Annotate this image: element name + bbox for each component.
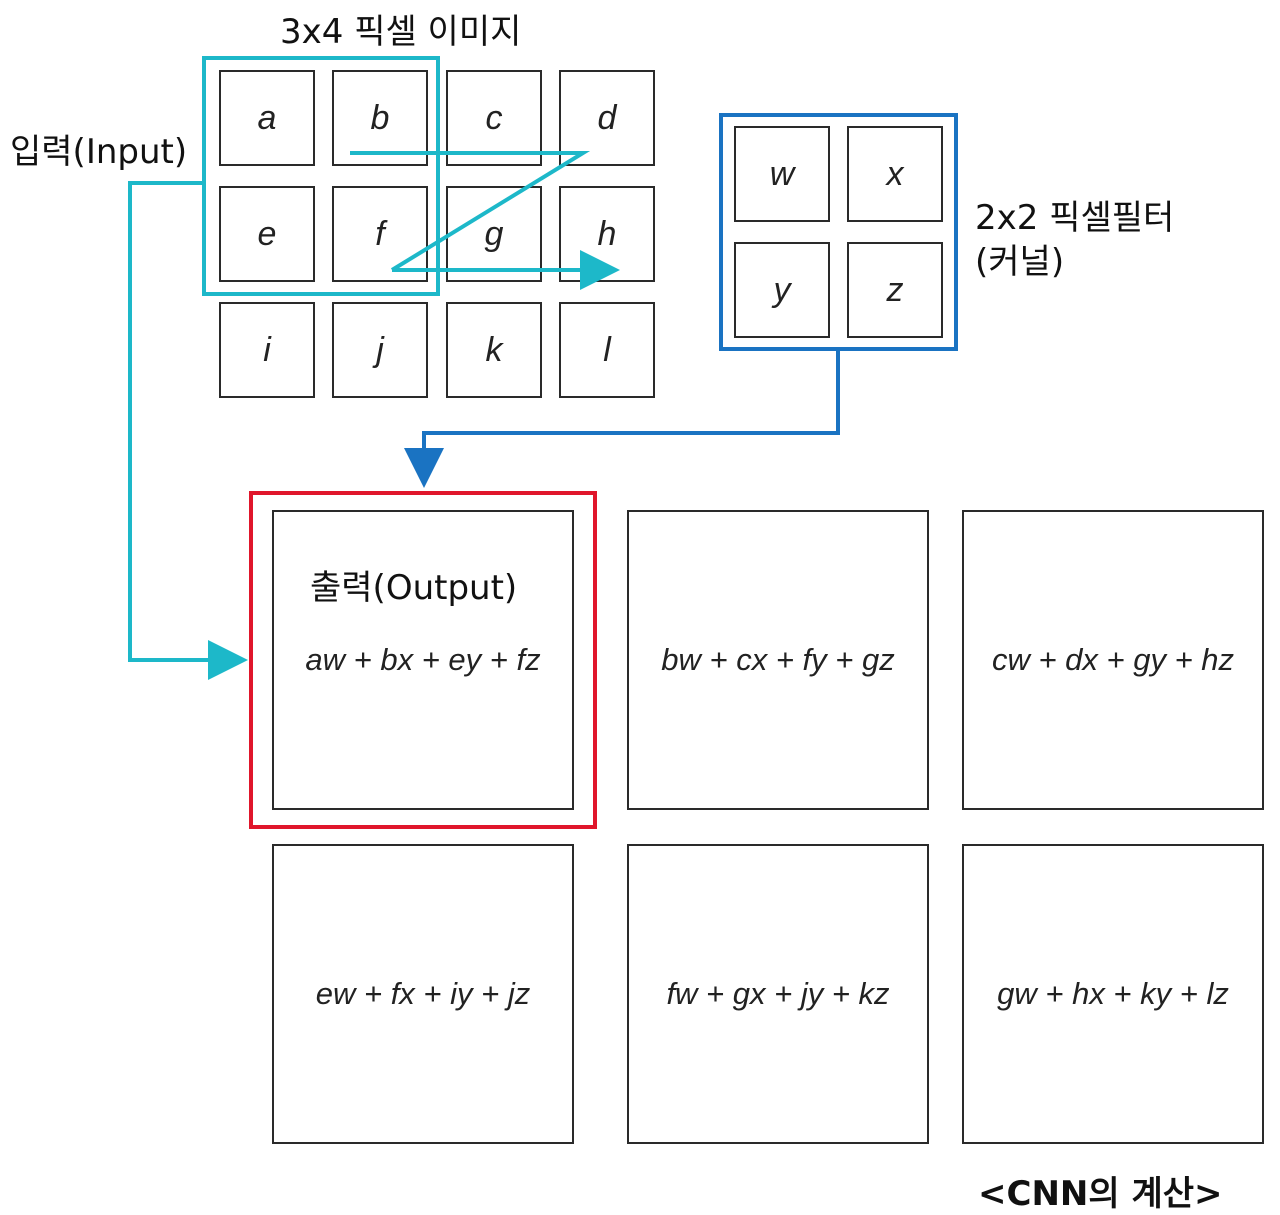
output-formula-6: gw + hx + ky + lz <box>997 976 1229 1011</box>
output-formula-5: fw + gx + jy + kz <box>666 976 890 1011</box>
output-cell-2: bw + cx + fy + gz <box>627 510 929 810</box>
input-cell-k: k <box>446 302 542 398</box>
input-cell-j: j <box>332 302 428 398</box>
kernel-cell-z: z <box>847 242 943 338</box>
input-cell-c: c <box>446 70 542 166</box>
output-formula-4: ew + fx + iy + jz <box>315 976 531 1011</box>
input-cell-b: b <box>332 70 428 166</box>
output-cell-1: 출력(Output) aw + bx + ey + fz <box>272 510 574 810</box>
input-cell-f: f <box>332 186 428 282</box>
input-image-title: 3x4 픽셀 이미지 <box>280 12 522 52</box>
kernel-sublabel: (커널) <box>975 242 1065 282</box>
output-formula-1: aw + bx + ey + fz <box>305 642 541 677</box>
kernel-cell-w: w <box>734 126 830 222</box>
kernel-cell-y: y <box>734 242 830 338</box>
output-label: 출력(Output) <box>310 568 518 608</box>
input-label: 입력(Input) <box>10 132 188 172</box>
input-cell-d: d <box>559 70 655 166</box>
input-cell-a: a <box>219 70 315 166</box>
input-cell-h: h <box>559 186 655 282</box>
input-cell-l: l <box>559 302 655 398</box>
output-formula-2: bw + cx + fy + gz <box>661 642 895 677</box>
input-cell-i: i <box>219 302 315 398</box>
output-formula-3: cw + dx + gy + hz <box>991 642 1235 677</box>
kernel-cell-x: x <box>847 126 943 222</box>
input-cell-e: e <box>219 186 315 282</box>
output-cell-3: cw + dx + gy + hz <box>962 510 1264 810</box>
figure-caption: <CNN의 계산> <box>978 1174 1223 1214</box>
output-cell-5: fw + gx + jy + kz <box>627 844 929 1144</box>
input-cell-g: g <box>446 186 542 282</box>
kernel-label: 2x2 픽셀필터 <box>975 198 1175 238</box>
output-cell-6: gw + hx + ky + lz <box>962 844 1264 1144</box>
output-cell-4: ew + fx + iy + jz <box>272 844 574 1144</box>
